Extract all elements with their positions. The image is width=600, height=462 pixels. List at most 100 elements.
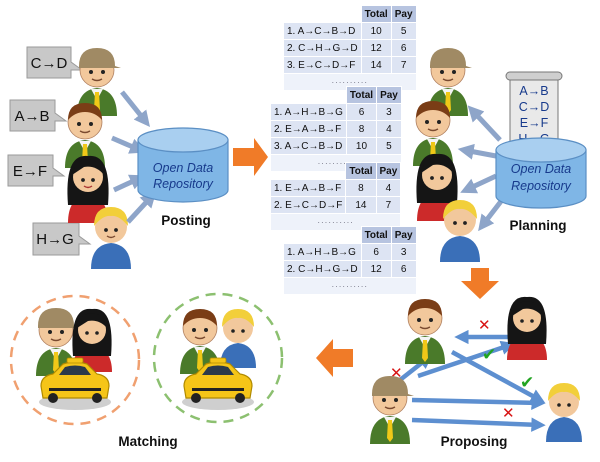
table-row: 3. A→C→B→D 10 5 xyxy=(270,137,402,155)
route-header-blank xyxy=(271,163,346,180)
request-callout: E→F xyxy=(7,154,66,187)
total-cell: 14 xyxy=(345,196,377,214)
route-cell: 1. A→C→B→D xyxy=(283,22,362,40)
passenger-avatar xyxy=(220,309,256,368)
total-cell: 10 xyxy=(360,22,392,40)
match-circle xyxy=(9,294,141,426)
route-cell: 2. C→H→G→D xyxy=(283,39,362,57)
accept-mark: ✔ xyxy=(520,373,534,393)
pay-cell: 7 xyxy=(375,196,402,214)
passenger-avatar xyxy=(546,383,582,442)
pay-cell: 3 xyxy=(376,103,402,121)
repository-label: Repository xyxy=(153,177,213,191)
route-table: Total Pay 1. A→H→B→G 6 3 2. C→H→G→D 12 6… xyxy=(283,226,417,295)
stage-label-proposing: Proposing xyxy=(441,434,508,449)
request-callout: A→B xyxy=(9,99,68,132)
total-header: Total xyxy=(360,5,392,23)
total-cell: 8 xyxy=(345,179,377,197)
more-rows-indicator: ·········· xyxy=(283,277,417,295)
total-header: Total xyxy=(360,226,392,244)
scroll-item: E→F xyxy=(520,116,549,130)
total-cell: 6 xyxy=(360,243,392,261)
stage-arrow xyxy=(316,339,353,377)
posting-stage: C→D A→B E→F H→G xyxy=(7,46,229,269)
pay-cell: 5 xyxy=(390,22,417,40)
proposal-arrows xyxy=(398,329,546,432)
reject-mark: ✕ xyxy=(502,404,515,422)
passenger-avatar xyxy=(507,296,547,360)
table-more-row: ·········· xyxy=(283,277,417,295)
route-cell: 1. A→H→B→G xyxy=(283,243,362,261)
total-cell: 6 xyxy=(345,103,378,121)
driver-avatar xyxy=(369,376,414,445)
pay-cell: 7 xyxy=(390,56,417,74)
matching-stage: Matching xyxy=(9,292,284,449)
route-header-blank xyxy=(284,6,362,23)
flow-arrows xyxy=(457,105,504,232)
stage-arrow xyxy=(233,138,268,176)
stage-label-posting: Posting xyxy=(161,213,211,228)
driver-avatar xyxy=(440,200,480,262)
open-data-repository: Open Data Repository xyxy=(137,127,229,203)
request-label: C→D xyxy=(31,55,68,72)
table-row: 3. E→C→D→F 14 7 xyxy=(283,56,417,74)
request-label: H→G xyxy=(36,231,74,248)
match-circle xyxy=(152,292,284,424)
pay-header: Pay xyxy=(390,5,417,23)
pay-cell: 4 xyxy=(375,179,402,197)
scroll-item: A→B xyxy=(519,84,548,98)
route-header-blank xyxy=(284,227,362,244)
passenger-avatar xyxy=(64,103,106,169)
table-row: 1. E→A→B→F 8 4 xyxy=(269,179,402,197)
accept-mark: ✔ xyxy=(482,345,496,365)
pay-cell: 6 xyxy=(390,39,417,57)
flow-arrows xyxy=(111,90,157,224)
total-header: Total xyxy=(345,162,377,180)
driver-avatar xyxy=(35,308,80,377)
route-cell: 2. E→C→D→F xyxy=(269,196,347,214)
route-cell: 1. A→H→B→G xyxy=(270,103,347,121)
driver-avatar xyxy=(412,101,454,167)
pay-cell: 4 xyxy=(376,120,402,138)
driver-avatar xyxy=(179,309,221,375)
route-cell: 2. E→A→B→F xyxy=(270,120,347,138)
request-callout: C→D xyxy=(26,46,84,79)
total-cell: 12 xyxy=(360,39,392,57)
pay-header: Pay xyxy=(375,162,402,180)
request-callout: H→G xyxy=(32,222,92,256)
total-cell: 12 xyxy=(360,260,392,278)
request-label: E→F xyxy=(13,163,47,180)
driver-avatar xyxy=(427,48,472,117)
open-data-repository: Open Data Repository xyxy=(495,137,587,209)
request-label: A→B xyxy=(14,108,49,125)
reject-mark: ✕ xyxy=(478,316,491,334)
total-cell: 10 xyxy=(345,137,378,155)
passenger-avatar xyxy=(76,48,121,117)
repository-label: Open Data xyxy=(511,162,572,176)
table-row: 1. A→H→B→G 6 3 xyxy=(283,243,417,261)
stage-label-planning: Planning xyxy=(510,218,567,233)
route-table: Total Pay 1. A→H→B→G 6 3 2. E→A→B→F 8 4 … xyxy=(270,86,402,172)
route-header-blank xyxy=(271,87,347,104)
route-cell: 2. C→H→G→D xyxy=(283,260,362,278)
pay-header: Pay xyxy=(376,86,402,104)
pay-cell: 3 xyxy=(390,243,417,261)
route-cell: 1. E→A→B→F xyxy=(269,179,347,197)
route-cell: 3. A→C→B→D xyxy=(270,137,347,155)
table-row: 2. C→H→G→D 12 6 xyxy=(283,260,417,278)
route-table: Total Pay 1. A→C→B→D 10 5 2. C→H→G→D 12 … xyxy=(283,5,417,91)
proposing-stage: ✕ ✕ ✕ ✔ ✔ Proposing xyxy=(369,296,582,449)
total-cell: 14 xyxy=(360,56,392,74)
route-cell: 3. E→C→D→F xyxy=(283,56,362,74)
total-cell: 8 xyxy=(345,120,378,138)
table-row: 2. E→A→B→F 8 4 xyxy=(270,120,402,138)
route-table: Total Pay 1. E→A→B→F 8 4 2. E→C→D→F 14 7… xyxy=(269,162,402,231)
total-header: Total xyxy=(345,86,378,104)
repository-label: Open Data xyxy=(153,161,214,175)
planning-stage: A→B C→D E→F H→G Open Data Repository Pla… xyxy=(412,48,587,262)
taxi-icon xyxy=(182,357,254,410)
taxi-icon xyxy=(39,357,111,410)
table-row: 1. A→H→B→G 6 3 xyxy=(270,103,402,121)
pay-header: Pay xyxy=(390,226,417,244)
